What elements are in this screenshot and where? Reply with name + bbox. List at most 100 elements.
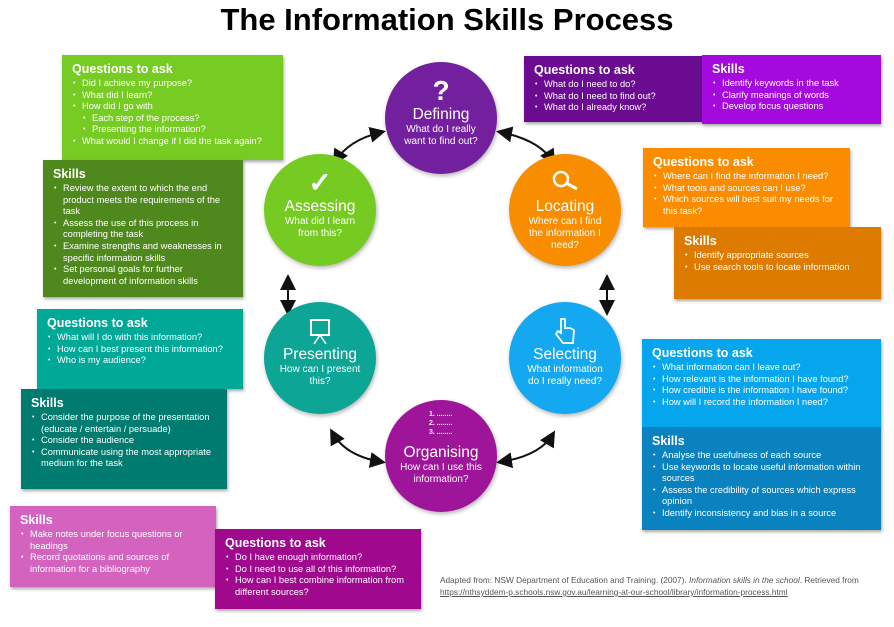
list-item: What will I do with this information? bbox=[48, 332, 235, 344]
box-heading: Skills bbox=[53, 167, 86, 181]
box-list: Identify appropriate sourcesUse search t… bbox=[684, 250, 873, 273]
box-heading: Skills bbox=[712, 62, 745, 76]
list-item: Assess the use of this process in comple… bbox=[54, 218, 235, 241]
list-item: Identify keywords in the task bbox=[713, 78, 873, 90]
list-item: Did I achieve my purpose? bbox=[73, 78, 275, 90]
selecting-skills-box: SkillsAnalyse the usefulness of each sou… bbox=[642, 427, 881, 530]
numbered-list-icon: 1. ........ 2. ........ 3. ........ bbox=[385, 410, 497, 444]
stage-question: What do I really want to find out? bbox=[404, 124, 478, 147]
pointing-hand-icon bbox=[509, 316, 621, 346]
citation: Adapted from: NSW Department of Educatio… bbox=[440, 574, 859, 598]
list-item: What tools and sources can I use? bbox=[654, 183, 842, 195]
assessing-skills-box: SkillsReview the extent to which the end… bbox=[43, 160, 243, 297]
list-item: Assess the credibility of sources which … bbox=[653, 485, 873, 508]
list-item: What information can I leave out? bbox=[653, 362, 873, 374]
list-item: Which sources will best suit my needs fo… bbox=[654, 194, 842, 217]
stage-name: Selecting bbox=[533, 346, 597, 363]
stage-name: Defining bbox=[412, 106, 470, 123]
list-item: What did I learn? bbox=[73, 90, 275, 102]
box-list: Do I have enough information?Do I need t… bbox=[225, 552, 413, 598]
list-item: What do I need to do? bbox=[535, 79, 694, 91]
box-list: What will I do with this information?How… bbox=[47, 332, 235, 367]
presenting-questions-box: Questions to askWhat will I do with this… bbox=[37, 309, 243, 389]
stage-question: What information do I really need? bbox=[527, 364, 603, 387]
list-item: Who is my audience? bbox=[48, 355, 235, 367]
box-heading: Questions to ask bbox=[47, 316, 148, 330]
list-item: Consider the audience bbox=[32, 435, 219, 447]
list-item: Presenting the information? bbox=[83, 124, 275, 136]
list-item: How can I best present this information? bbox=[48, 344, 235, 356]
stage-question: What did I learn from this? bbox=[284, 216, 356, 239]
list-item: Use keywords to locate useful informatio… bbox=[653, 462, 873, 485]
organising-skills-box: SkillsMake notes under focus questions o… bbox=[10, 506, 216, 587]
assessing-questions-box: Questions to askDid I achieve my purpose… bbox=[62, 55, 283, 160]
list-item: Consider the purpose of the presentation… bbox=[32, 412, 219, 435]
stage-question: How can I present this? bbox=[279, 364, 361, 387]
page-title: The Information Skills Process bbox=[220, 2, 674, 37]
citation-suffix: . Retrieved from bbox=[799, 575, 859, 585]
list-item: What do I already know? bbox=[535, 102, 694, 114]
list-item: Do I have enough information? bbox=[226, 552, 413, 564]
presenting-skills-box: SkillsConsider the purpose of the presen… bbox=[21, 389, 227, 489]
defining-skills-box: SkillsIdentify keywords in the taskClari… bbox=[702, 55, 881, 124]
checkmark-icon: ✓ bbox=[308, 167, 332, 198]
list-item: Communicate using the most appropriate m… bbox=[32, 447, 219, 470]
box-list: What information can I leave out?How rel… bbox=[652, 362, 873, 408]
box-list: Identify keywords in the taskClarify mea… bbox=[712, 78, 873, 113]
list-item: Develop focus questions bbox=[713, 101, 873, 113]
list-item: Examine strengths and weaknesses in spec… bbox=[54, 241, 235, 264]
stage-name: Locating bbox=[535, 198, 595, 215]
box-heading: Skills bbox=[652, 434, 685, 448]
list-item: Identify inconsistency and bias in a sou… bbox=[653, 508, 873, 520]
box-list: Consider the purpose of the presentation… bbox=[31, 412, 219, 470]
box-list: Analyse the usefulness of each sourceUse… bbox=[652, 450, 873, 520]
stage-organising: 1. ........ 2. ........ 3. ........ Organis… bbox=[385, 400, 497, 512]
selecting-questions-box: Questions to askWhat information can I l… bbox=[642, 339, 881, 427]
list-line: 1. ........ bbox=[429, 411, 453, 418]
list-item: Do I need to use all of this information… bbox=[226, 564, 413, 576]
list-item: Analyse the usefulness of each source bbox=[653, 450, 873, 462]
stage-name: Organising bbox=[403, 444, 479, 461]
box-heading: Questions to ask bbox=[72, 62, 173, 76]
box-heading: Questions to ask bbox=[225, 536, 326, 550]
list-item: Use search tools to locate information bbox=[685, 262, 873, 274]
citation-prefix: Adapted from: NSW Department of Educatio… bbox=[440, 575, 690, 585]
stage-question: How can I use this information? bbox=[400, 462, 482, 485]
presentation-board-icon bbox=[264, 316, 376, 346]
list-item: Identify appropriate sources bbox=[685, 250, 873, 262]
list-item: Review the extent to which the end produ… bbox=[54, 183, 235, 218]
list-line: 2. ........ bbox=[429, 420, 453, 427]
stage-name: Presenting bbox=[282, 346, 358, 363]
list-item: Record quotations and sources of informa… bbox=[21, 552, 208, 575]
list-item: What would I change if I did the task ag… bbox=[73, 136, 275, 148]
list-item: How will I record the information I need… bbox=[653, 397, 873, 409]
box-heading: Skills bbox=[684, 234, 717, 248]
locating-skills-box: SkillsIdentify appropriate sourcesUse se… bbox=[674, 227, 881, 299]
citation-link[interactable]: https://nthsyddem-p.schools.nsw.gov.au/l… bbox=[440, 587, 788, 597]
list-item: Make notes under focus questions or head… bbox=[21, 529, 208, 552]
arrow-organising-presenting bbox=[330, 428, 386, 468]
locating-questions-box: Questions to askWhere can I find the inf… bbox=[643, 148, 850, 227]
stage-question: Where can I find the information I need? bbox=[528, 216, 602, 251]
box-heading: Skills bbox=[31, 396, 64, 410]
arrow-selecting-organising bbox=[496, 430, 556, 469]
list-item: Clarify meanings of words bbox=[713, 90, 873, 102]
arrow-assessing-defining bbox=[332, 126, 386, 166]
list-item: Set personal goals for further developme… bbox=[54, 264, 235, 287]
list-line: 3. ........ bbox=[429, 429, 453, 436]
box-heading: Questions to ask bbox=[653, 155, 754, 169]
box-list: Did I achieve my purpose?What did I lear… bbox=[72, 78, 275, 148]
list-item: Where can I find the information I need? bbox=[654, 171, 842, 183]
box-heading: Questions to ask bbox=[534, 63, 635, 77]
box-heading: Questions to ask bbox=[652, 346, 753, 360]
box-list: Review the extent to which the end produ… bbox=[53, 183, 235, 287]
list-item: How relevant is the information I have f… bbox=[653, 374, 873, 386]
box-list: Where can I find the information I need?… bbox=[653, 171, 842, 217]
magnifier-icon bbox=[509, 168, 621, 198]
list-item: How did I go with bbox=[73, 101, 275, 113]
